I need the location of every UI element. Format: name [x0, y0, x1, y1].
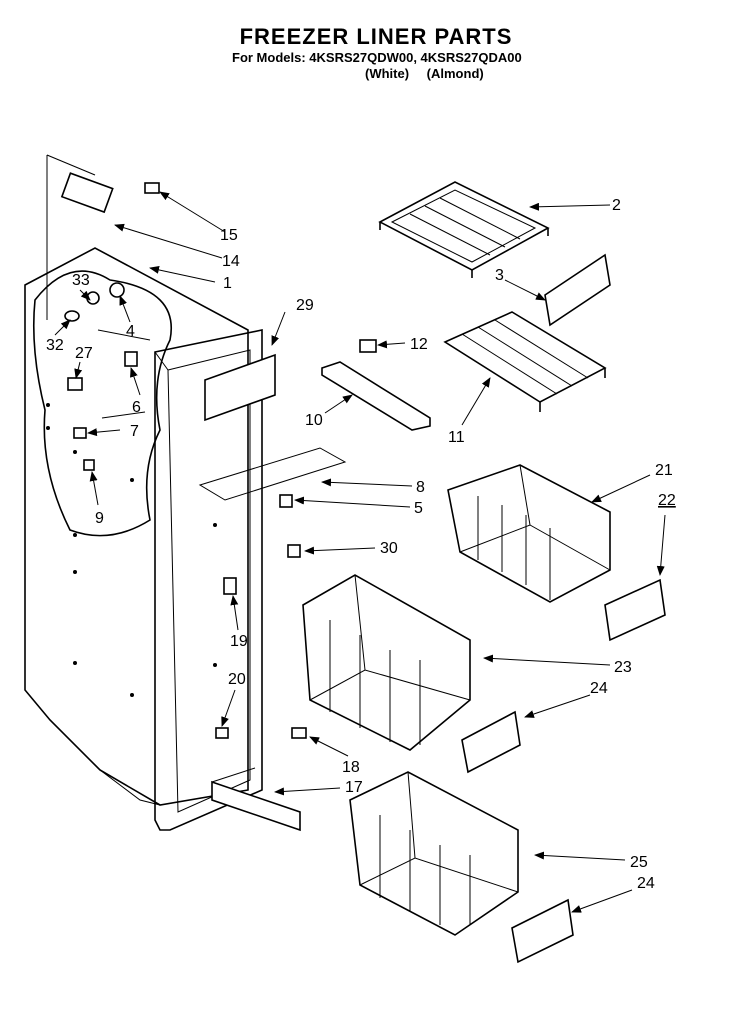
part-27 [67, 377, 83, 391]
callout-32: 32 [46, 337, 64, 354]
part-30 [287, 544, 301, 558]
part-trim-17 [211, 780, 301, 832]
callout-21: 21 [655, 462, 673, 479]
callout-6: 6 [132, 399, 141, 416]
basket-25 [349, 771, 519, 936]
variant-almond: (Almond) [426, 66, 484, 81]
callout-9: 9 [95, 510, 104, 527]
model-variants: (White) (Almond) [365, 66, 484, 81]
callout-22: 22 [658, 492, 676, 509]
callout-3: 3 [495, 267, 504, 284]
wire-shelf-11 [443, 311, 607, 412]
callout-24b: 24 [637, 875, 655, 892]
basket-23 [302, 574, 471, 751]
callout-20: 20 [228, 671, 246, 688]
shelf-cover-3 [544, 253, 611, 327]
part-19 [223, 577, 237, 595]
callout-18: 18 [342, 759, 360, 776]
callout-12: 12 [410, 336, 428, 353]
callout-30: 30 [380, 540, 398, 557]
callout-33: 33 [72, 272, 90, 289]
callout-19: 19 [230, 633, 248, 650]
callout-2: 2 [612, 197, 621, 214]
part-bracket-14 [60, 172, 114, 214]
page-title: FREEZER LINER PARTS [239, 24, 513, 49]
small-parts [60, 172, 377, 739]
part-33 [86, 291, 100, 305]
callout-8: 8 [416, 479, 425, 496]
part-9 [83, 459, 95, 471]
callout-25: 25 [630, 854, 648, 871]
callout-15: 15 [220, 227, 238, 244]
part-knob-4 [109, 282, 125, 298]
part-20 [215, 727, 229, 739]
callout-29: 29 [296, 297, 314, 314]
variant-white: (White) [365, 66, 410, 81]
callout-11: 11 [448, 429, 465, 446]
models-line: For Models: 4KSRS27QDW00, 4KSRS27QDA00 [232, 50, 522, 65]
part-32 [64, 310, 80, 322]
callout-labels: 15 14 1 2 3 33 4 32 27 6 7 9 29 12 10 11… [46, 197, 676, 892]
callout-24a: 24 [590, 680, 608, 697]
callout-14: 14 [222, 253, 240, 270]
shelf-2 [378, 181, 550, 278]
callout-7: 7 [130, 423, 139, 440]
part-5 [279, 494, 293, 508]
part-7 [73, 427, 87, 439]
callout-5: 5 [414, 500, 423, 517]
callout-1: 1 [223, 275, 232, 292]
basket-front-24b [511, 898, 574, 964]
basket-front-24a [461, 710, 521, 774]
part-sheet-8 [198, 447, 347, 501]
callout-4: 4 [126, 323, 135, 340]
callout-23: 23 [614, 659, 632, 676]
shelf-support-10 [321, 361, 431, 431]
basket-front-22 [604, 578, 666, 642]
callout-17: 17 [345, 779, 363, 796]
part-panel-29 [204, 353, 276, 422]
leader-lines [54, 191, 666, 913]
callout-10: 10 [305, 412, 323, 429]
part-6 [124, 351, 138, 367]
part-screw-15 [144, 182, 160, 194]
part-18 [291, 727, 307, 739]
freezer-liner [24, 154, 263, 831]
part-12 [359, 339, 377, 353]
basket-21 [447, 464, 611, 603]
callout-27: 27 [75, 345, 93, 362]
